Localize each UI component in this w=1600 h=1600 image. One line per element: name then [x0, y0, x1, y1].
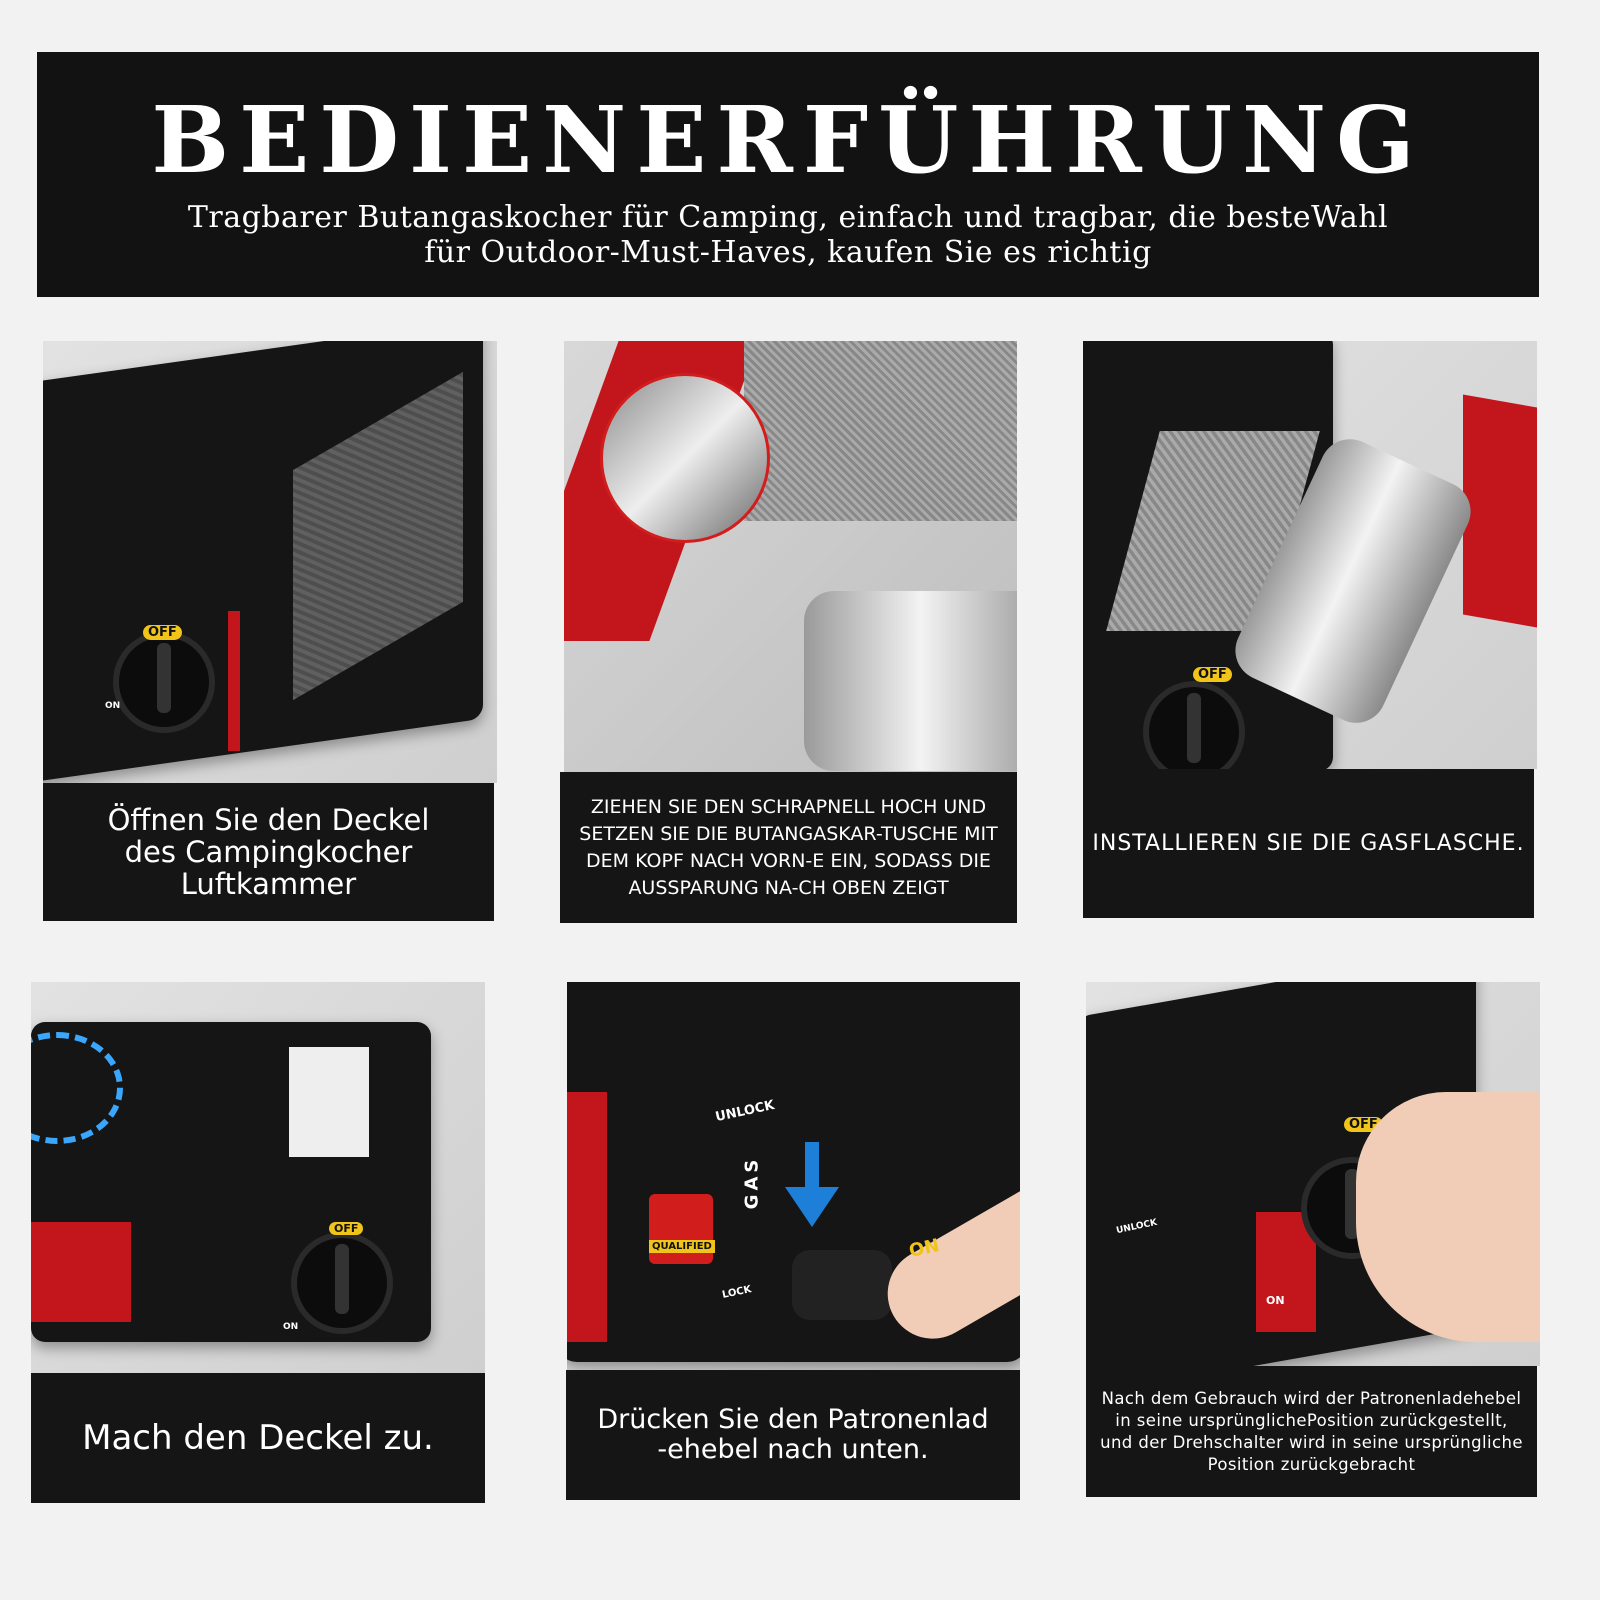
subtitle-line-1: Tragbarer Butangaskocher für Camping, ei… [187, 200, 1389, 235]
burner-flame [31, 1032, 123, 1144]
step-5-text-line-1: Drücken Sie den Patronenlad [597, 1404, 989, 1435]
step-1-text: Öffnen Sie den Deckel des Campingkocher … [107, 803, 430, 901]
red-base [31, 1222, 131, 1322]
page-title: BEDIENERFÜHRUNG [151, 86, 1425, 194]
off-label: OFF [329, 1222, 364, 1235]
zoom-circle [600, 373, 770, 543]
qualified-label: QUALIFIED [649, 1240, 715, 1253]
off-label: OFF [143, 625, 182, 640]
control-knob [113, 631, 215, 733]
control-knob [1143, 681, 1245, 769]
hand [1356, 1092, 1540, 1342]
gas-label: GAS [741, 1155, 763, 1210]
step-5-text-line-2: -ehebel nach unten. [657, 1434, 929, 1465]
heat-shield [744, 341, 1017, 521]
on-label: ON [283, 1322, 299, 1332]
qualified-badge [649, 1194, 713, 1264]
step-4-text: Mach den Deckel zu. [82, 1418, 434, 1458]
step-3-text: INSTALLIEREN SIE DIE GASFLASCHE. [1092, 831, 1525, 856]
on-label: ON [105, 701, 121, 711]
step-6-text: Nach dem Gebrauch wird der Patronenladeh… [1100, 1388, 1523, 1474]
page-subtitle: Tragbarer Butangaskocher für Camping, ei… [37, 200, 1539, 270]
off-label: OFF [1193, 667, 1232, 682]
step-5-photo: QUALIFIED UNLOCK GAS LOCK ON [567, 982, 1020, 1370]
red-lid [1463, 394, 1537, 628]
control-knob [291, 1232, 393, 1334]
step-2-text: ZIEHEN SIE DEN SCHRAPNELL HOCH UND SETZE… [579, 795, 998, 899]
down-arrowhead-icon [785, 1187, 839, 1227]
step-6-caption: Nach dem Gebrauch wird der Patronenladeh… [1086, 1366, 1537, 1497]
step-3-caption: INSTALLIEREN SIE DIE GASFLASCHE. [1083, 769, 1534, 918]
step-4-caption: Mach den Deckel zu. [31, 1373, 485, 1503]
step-1-caption: Öffnen Sie den Deckel des Campingkocher … [43, 783, 494, 921]
step-2-photo [564, 341, 1017, 772]
step-6-photo: OFF ON UNLOCK [1086, 982, 1540, 1366]
step-1-photo: OFF ON [43, 341, 497, 783]
step-2-caption: ZIEHEN SIE DEN SCHRAPNELL HOCH UND SETZE… [560, 772, 1017, 923]
warning-label [289, 1047, 369, 1157]
gas-canister [804, 591, 1017, 771]
header-banner: BEDIENERFÜHRUNG Tragbarer Butangaskocher… [37, 52, 1539, 297]
red-trim [228, 611, 240, 751]
red-side [567, 1092, 607, 1342]
on-label: ON [1266, 1294, 1285, 1307]
lever [792, 1250, 892, 1320]
down-arrow-icon [805, 1142, 819, 1192]
step-4-photo: OFF ON [31, 982, 485, 1373]
step-5-caption: Drücken Sie den Patronenlad -ehebel nach… [566, 1370, 1020, 1500]
step-3-photo: OFF [1083, 341, 1537, 769]
subtitle-line-2: für Outdoor-Must-Haves, kaufen Sie es ri… [424, 235, 1152, 270]
